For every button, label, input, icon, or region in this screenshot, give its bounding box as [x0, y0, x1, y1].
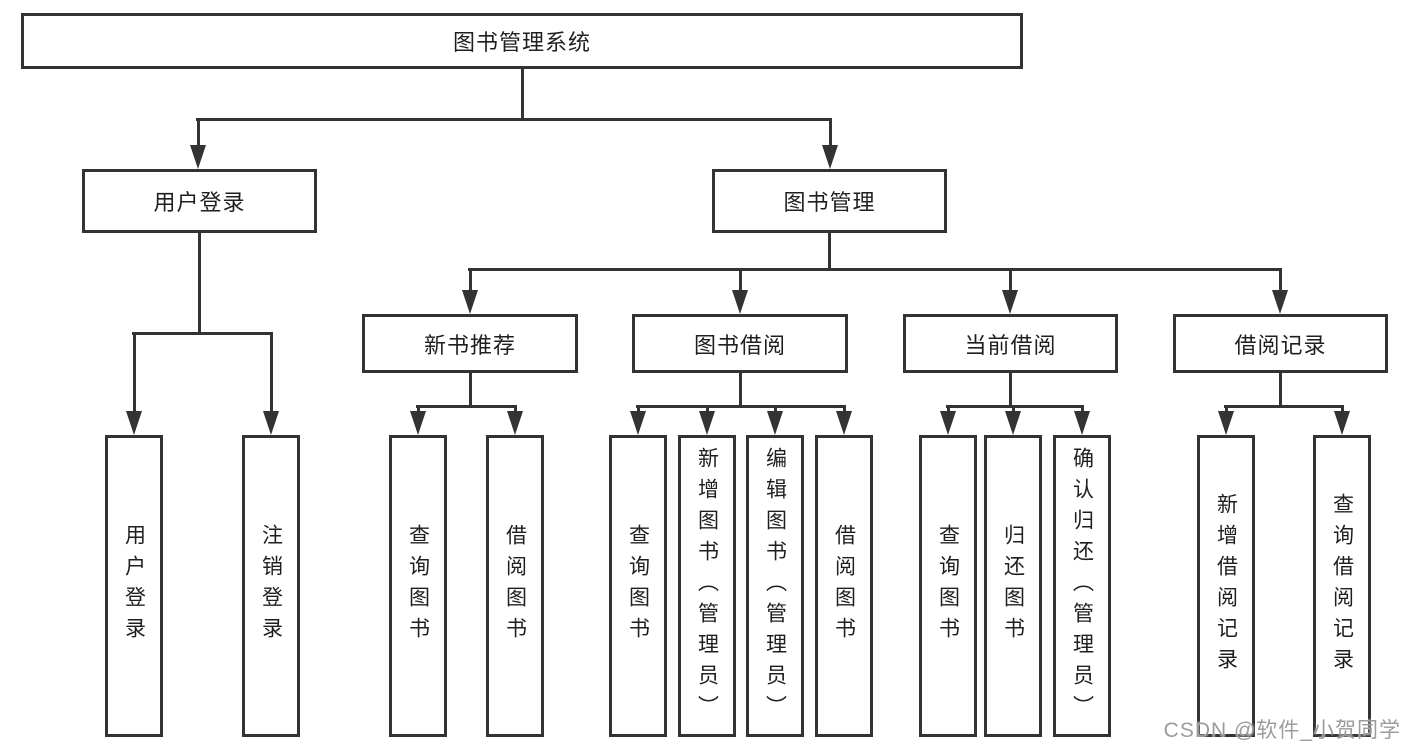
arrowhead-down-icon — [836, 411, 852, 435]
leaf-logout: 注销登录 — [242, 435, 300, 737]
connector — [417, 405, 420, 414]
connector — [828, 233, 831, 271]
arrowhead-down-icon — [462, 290, 478, 314]
node-label: 用户登录 — [153, 190, 246, 215]
arrowhead-down-icon — [940, 411, 956, 435]
leaf-return-book: 归还图书 — [984, 435, 1042, 737]
node-label: 归还图书 — [1001, 524, 1025, 648]
connector — [636, 405, 846, 408]
arrowhead-down-icon — [410, 411, 426, 435]
node-label: 图书管理系统 — [452, 30, 591, 55]
node-user-login: 用户登录 — [82, 169, 317, 233]
connector — [774, 405, 777, 414]
node-label: 确认归还（管理员） — [1070, 446, 1094, 726]
connector — [469, 373, 472, 408]
leaf-add-borrow-record: 新增借阅记录 — [1197, 435, 1255, 737]
watermark: CSDN @软件_小贺同学 — [1163, 719, 1401, 742]
connector — [637, 405, 640, 414]
node-label: 图书借阅 — [693, 332, 786, 358]
leaf-confirm-return-admin: 确认归还（管理员） — [1053, 435, 1111, 737]
connector — [1279, 268, 1282, 294]
connector — [197, 118, 200, 150]
node-label: 用户登录 — [122, 524, 146, 648]
node-label: 新增图书（管理员） — [695, 446, 719, 726]
connector — [270, 332, 273, 414]
leaf-borrow-books-borrowing: 借阅图书 — [815, 435, 873, 737]
connector — [946, 405, 1084, 408]
arrowhead-down-icon — [699, 411, 715, 435]
connector — [1081, 405, 1084, 414]
node-label: 图书管理 — [783, 190, 876, 215]
arrowhead-down-icon — [1218, 411, 1234, 435]
connector — [196, 118, 832, 121]
connector — [843, 405, 846, 414]
leaf-query-books-current: 查询图书 — [919, 435, 977, 737]
arrowhead-down-icon — [1334, 411, 1350, 435]
connector — [514, 405, 517, 414]
arrowhead-down-icon — [1002, 290, 1018, 314]
connector — [1341, 405, 1344, 414]
node-label: 借阅图书 — [503, 524, 527, 648]
node-label: 查询图书 — [626, 524, 650, 648]
arrowhead-down-icon — [126, 411, 142, 435]
connector — [133, 332, 136, 414]
connector — [521, 69, 524, 121]
connector — [1009, 373, 1012, 408]
connector — [947, 405, 950, 414]
leaf-borrow-books-recommend: 借阅图书 — [486, 435, 544, 737]
connector — [198, 233, 201, 335]
node-label: 新书推荐 — [423, 332, 516, 358]
connector — [829, 118, 832, 150]
node-label: 查询借阅记录 — [1330, 493, 1354, 679]
connector — [1225, 405, 1228, 414]
arrowhead-down-icon — [1074, 411, 1090, 435]
node-book-borrowing: 图书借阅 — [632, 314, 848, 373]
node-label: 编辑图书（管理员） — [763, 446, 787, 726]
node-library-management-system: 图书管理系统 — [21, 13, 1023, 69]
connector — [1012, 405, 1015, 414]
connector — [706, 405, 709, 414]
node-label: 借阅图书 — [832, 524, 856, 648]
arrowhead-down-icon — [767, 411, 783, 435]
node-label: 查询图书 — [406, 524, 430, 648]
leaf-add-book-admin: 新增图书（管理员） — [678, 435, 736, 737]
arrowhead-down-icon — [190, 145, 206, 169]
connector — [132, 332, 273, 335]
arrowhead-down-icon — [822, 145, 838, 169]
arrowhead-down-icon — [732, 290, 748, 314]
node-borrowing-records: 借阅记录 — [1173, 314, 1388, 373]
node-label: 查询图书 — [936, 524, 960, 648]
arrowhead-down-icon — [1272, 290, 1288, 314]
connector — [468, 268, 1282, 271]
node-book-management: 图书管理 — [712, 169, 947, 233]
leaf-edit-book-admin: 编辑图书（管理员） — [746, 435, 804, 737]
arrowhead-down-icon — [1005, 411, 1021, 435]
leaf-query-borrow-record: 查询借阅记录 — [1313, 435, 1371, 737]
leaf-query-books-recommend: 查询图书 — [389, 435, 447, 737]
leaf-query-books-borrowing: 查询图书 — [609, 435, 667, 737]
connector — [739, 268, 742, 294]
node-current-borrowing: 当前借阅 — [903, 314, 1118, 373]
leaf-user-login: 用户登录 — [105, 435, 163, 737]
arrowhead-down-icon — [630, 411, 646, 435]
node-label: 新增借阅记录 — [1214, 493, 1238, 679]
node-label: 注销登录 — [259, 524, 283, 648]
connector — [1224, 405, 1344, 408]
node-label: 当前借阅 — [964, 332, 1057, 358]
connector — [416, 405, 517, 408]
node-label: 借阅记录 — [1234, 332, 1327, 358]
arrowhead-down-icon — [507, 411, 523, 435]
node-new-book-recommendation: 新书推荐 — [362, 314, 578, 373]
connector — [739, 373, 742, 408]
connector — [1279, 373, 1282, 408]
connector — [469, 268, 472, 294]
arrowhead-down-icon — [263, 411, 279, 435]
connector — [1009, 268, 1012, 294]
